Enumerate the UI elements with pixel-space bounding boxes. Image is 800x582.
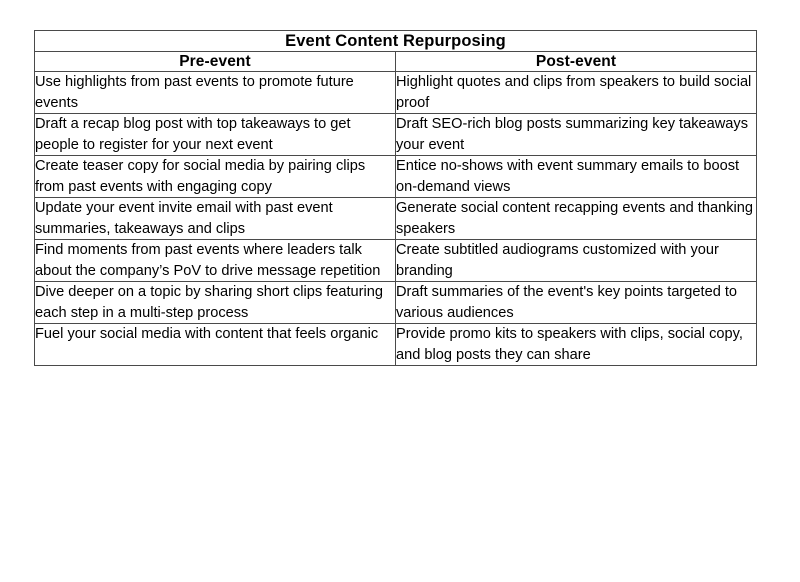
table-title-row: Event Content Repurposing [34, 30, 757, 52]
cell-post-event-5: Create subtitled audiograms customized w… [395, 239, 757, 282]
cell-post-event-6: Draft summaries of the event's key point… [395, 281, 757, 324]
table-title: Event Content Repurposing [34, 30, 757, 52]
cell-post-event-4: Generate social content recapping events… [395, 197, 757, 240]
cell-pre-event-3: Create teaser copy for social media by p… [34, 155, 396, 198]
cell-post-event-1: Highlight quotes and clips from speakers… [395, 71, 757, 114]
table-row: Find moments from past events where lead… [34, 239, 757, 282]
table-row: Use highlights from past events to promo… [34, 71, 757, 114]
table-row: Draft a recap blog post with top takeawa… [34, 113, 757, 156]
event-content-repurposing-table: Event Content Repurposing Pre-event Post… [34, 30, 757, 366]
cell-pre-event-2: Draft a recap blog post with top takeawa… [34, 113, 396, 156]
cell-post-event-3: Entice no-shows with event summary email… [395, 155, 757, 198]
table-row: Fuel your social media with content that… [34, 323, 757, 366]
table-header-row: Pre-event Post-event [34, 51, 757, 72]
cell-post-event-7: Provide promo kits to speakers with clip… [395, 323, 757, 366]
cell-pre-event-7: Fuel your social media with content that… [34, 323, 396, 366]
column-header-pre-event: Pre-event [34, 51, 396, 72]
cell-pre-event-5: Find moments from past events where lead… [34, 239, 396, 282]
table-container: Event Content Repurposing Pre-event Post… [34, 30, 757, 366]
table-row: Create teaser copy for social media by p… [34, 155, 757, 198]
table-row: Update your event invite email with past… [34, 197, 757, 240]
table-row: Dive deeper on a topic by sharing short … [34, 281, 757, 324]
column-header-post-event: Post-event [395, 51, 757, 72]
cell-pre-event-6: Dive deeper on a topic by sharing short … [34, 281, 396, 324]
cell-post-event-2: Draft SEO-rich blog posts summarizing ke… [395, 113, 757, 156]
cell-pre-event-4: Update your event invite email with past… [34, 197, 396, 240]
cell-pre-event-1: Use highlights from past events to promo… [34, 71, 396, 114]
